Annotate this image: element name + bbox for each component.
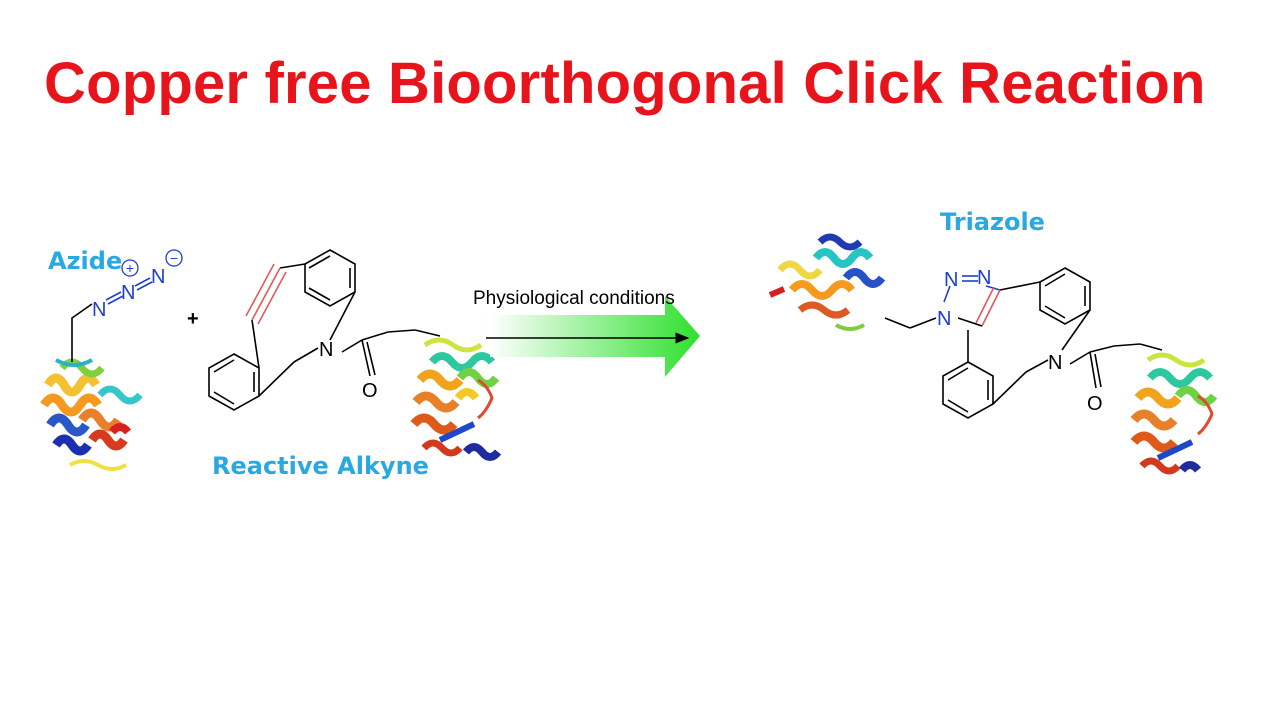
azide-label: Azide — [48, 247, 123, 275]
triazole-bond-n1n2 — [943, 285, 951, 303]
conditions-label: Physiological conditions — [473, 288, 675, 309]
negative-charge-sign: − — [170, 250, 178, 266]
triazole-atom-n-amide: N — [1048, 352, 1062, 374]
dbco-structure — [208, 249, 441, 411]
plus-sign: + — [187, 308, 199, 330]
triazole-bond-cn1 — [957, 317, 983, 327]
triazole-atom-n3: N — [977, 267, 991, 289]
alkyne-atom-n: N — [319, 339, 333, 361]
protein-ribbon-left — [40, 358, 143, 471]
alkyne-atom-o: O — [362, 380, 378, 402]
protein-ribbon-middle — [410, 337, 502, 461]
triazole-atom-n2: N — [944, 269, 958, 291]
azide-atom-n3: N — [151, 266, 165, 288]
triazole-label: Triazole — [940, 208, 1045, 236]
alkyne-bond-3 — [257, 271, 287, 325]
triazole-atom-n1: N — [937, 308, 951, 330]
alkyne-bond-1 — [251, 267, 281, 321]
triazole-atom-o: O — [1087, 393, 1103, 415]
azide-atom-n2: N — [121, 282, 135, 304]
triazole-structure — [884, 267, 1163, 419]
protein-ribbon-right-top — [768, 233, 886, 331]
reactive-alkyne-label: Reactive Alkyne — [212, 452, 429, 480]
azide-atom-n1: N — [92, 299, 106, 321]
alkyne-bond-2 — [245, 263, 275, 317]
positive-charge-circle — [121, 259, 139, 277]
negative-charge-circle — [165, 249, 183, 267]
reaction-arrow — [490, 296, 700, 377]
slide-title: Copper free Bioorthogonal Click Reaction — [44, 51, 1206, 116]
protein-ribbon-right-bottom — [1130, 352, 1218, 475]
triazole-bond-cc-b — [975, 286, 995, 324]
triazole-bond-cc-a — [981, 289, 1001, 327]
positive-charge-sign: + — [126, 260, 134, 276]
